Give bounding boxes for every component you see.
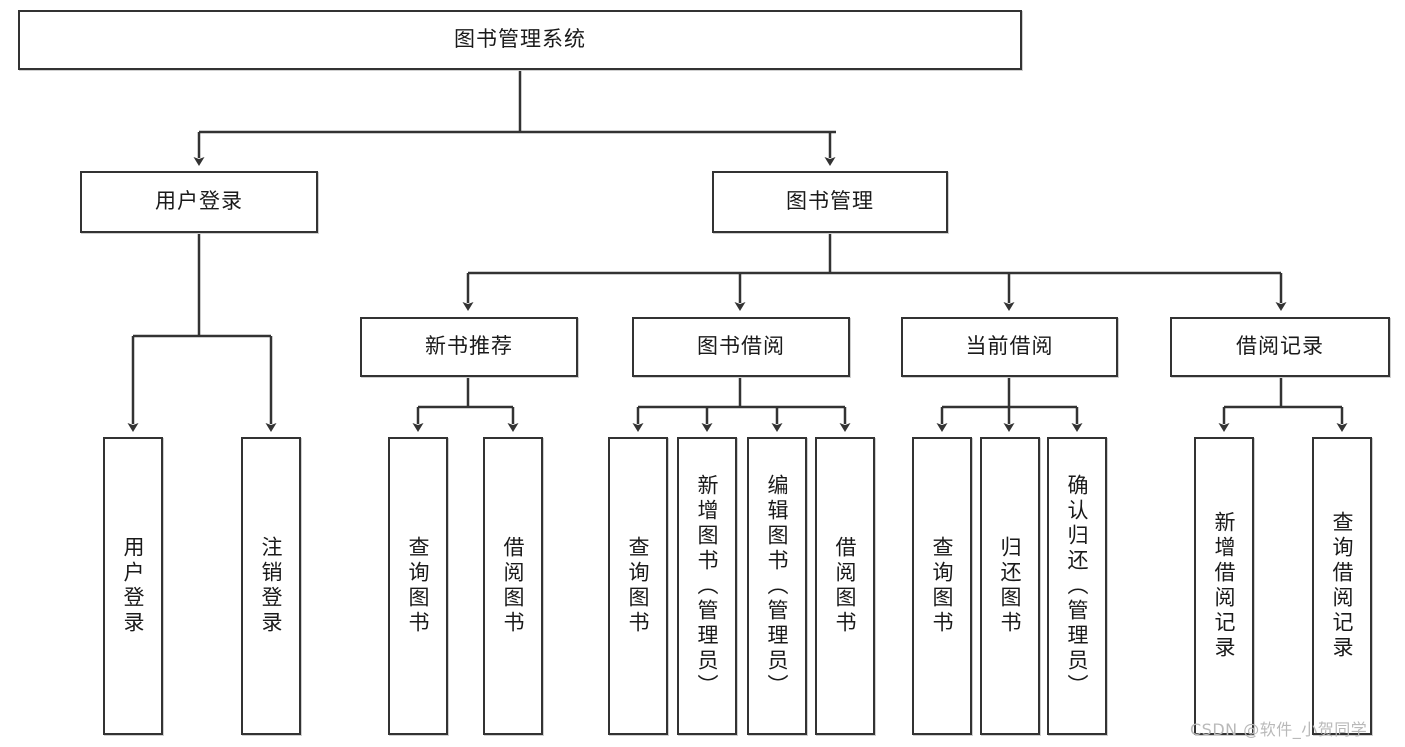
node-label: 借阅图书 [833, 536, 858, 636]
node-new-book-recommend[interactable]: 新书推荐 [360, 317, 578, 377]
leaf-new-book-query-book[interactable]: 查询图书 [388, 437, 448, 735]
node-label: 当前借阅 [965, 334, 1054, 359]
node-book-management[interactable]: 图书管理 [712, 171, 948, 233]
node-label: 用户登录 [121, 536, 146, 636]
node-root-book-management-system[interactable]: 图书管理系统 [18, 10, 1022, 70]
node-label: 编辑图书（管理员） [765, 473, 790, 699]
csdn-watermark: CSDN @软件_小贺同学 [1190, 720, 1368, 739]
leaf-borrow-record-query-record[interactable]: 查询借阅记录 [1312, 437, 1372, 735]
leaf-current-borrow-return-book[interactable]: 归还图书 [980, 437, 1040, 735]
node-label: 新增图书（管理员） [695, 473, 720, 699]
node-label: 查询图书 [930, 536, 955, 636]
leaf-user-login-logout[interactable]: 注销登录 [241, 437, 301, 735]
leaf-book-borrow-borrow-book[interactable]: 借阅图书 [815, 437, 875, 735]
leaf-borrow-record-add-record[interactable]: 新增借阅记录 [1194, 437, 1254, 735]
node-label: 查询借阅记录 [1330, 511, 1355, 661]
leaf-current-borrow-confirm-return-admin[interactable]: 确认归还（管理员） [1047, 437, 1107, 735]
node-label: 借阅记录 [1236, 334, 1324, 359]
node-label: 图书借阅 [697, 334, 785, 359]
node-label: 确认归还（管理员） [1065, 473, 1090, 699]
leaf-book-borrow-query-book[interactable]: 查询图书 [608, 437, 668, 735]
node-label: 图书管理系统 [454, 27, 586, 52]
leaf-new-book-borrow-book[interactable]: 借阅图书 [483, 437, 543, 735]
node-book-borrow[interactable]: 图书借阅 [632, 317, 850, 377]
leaf-current-borrow-query-book[interactable]: 查询图书 [912, 437, 972, 735]
node-label: 用户登录 [155, 189, 243, 214]
node-label: 借阅图书 [501, 536, 526, 636]
node-label: 查询图书 [406, 536, 431, 636]
leaf-book-borrow-edit-book-admin[interactable]: 编辑图书（管理员） [747, 437, 807, 735]
node-label: 新书推荐 [425, 334, 513, 359]
node-label: 注销登录 [259, 536, 284, 636]
node-current-borrow[interactable]: 当前借阅 [901, 317, 1118, 377]
node-user-login[interactable]: 用户登录 [80, 171, 318, 233]
node-borrow-record[interactable]: 借阅记录 [1170, 317, 1390, 377]
leaf-user-login-login[interactable]: 用户登录 [103, 437, 163, 735]
node-label: 图书管理 [786, 189, 874, 214]
node-label: 查询图书 [626, 536, 651, 636]
node-label: 新增借阅记录 [1212, 511, 1237, 661]
leaf-book-borrow-add-book-admin[interactable]: 新增图书（管理员） [677, 437, 737, 735]
node-label: 归还图书 [998, 536, 1023, 636]
